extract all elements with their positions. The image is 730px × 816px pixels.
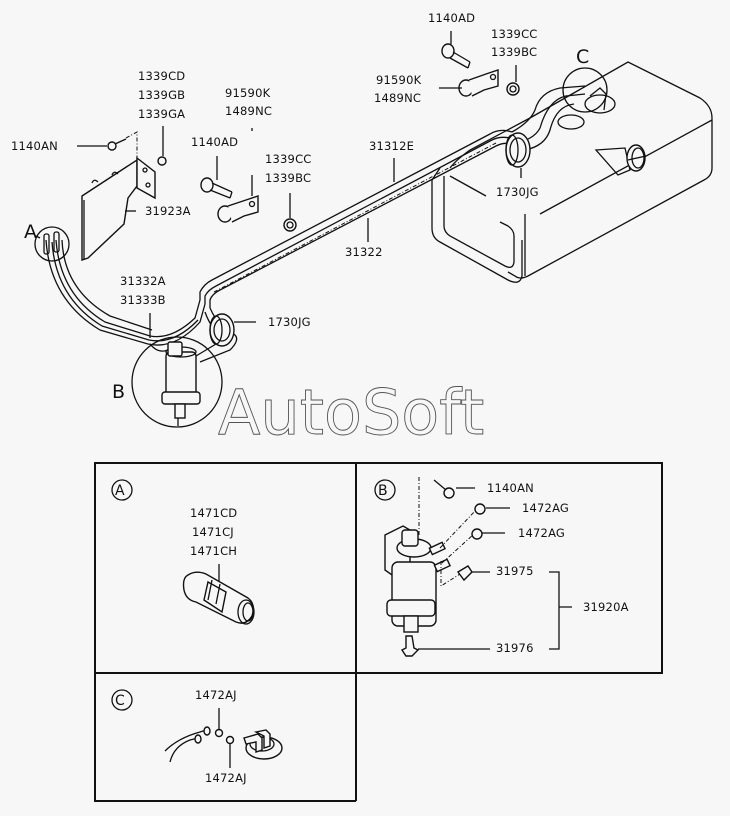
label-1730jg-rear: 1730JG: [496, 185, 539, 199]
clip-1472ag-1[interactable]: [474, 503, 486, 515]
label-31322: 31322: [345, 245, 383, 259]
label-31333b: 31333B: [120, 293, 166, 307]
callout-c-letter: C: [576, 46, 589, 68]
filter-bracket[interactable]: [81, 156, 156, 261]
callout-b[interactable]: B: [112, 336, 223, 428]
label-1472ag-1: 1472AG: [522, 501, 569, 515]
label-31976: 31976: [496, 641, 534, 655]
nut-1339cc-right[interactable]: [506, 82, 520, 96]
main-labels: 1140AN 1339CD 1339GB 1339GA 91590K 1489N…: [11, 11, 539, 329]
nut-1339cd[interactable]: [157, 156, 167, 166]
fitting-31975[interactable]: [456, 565, 473, 582]
callout-c[interactable]: C: [562, 46, 608, 113]
label-1339bc-left: 1339BC: [265, 171, 311, 185]
grommet-front[interactable]: [209, 313, 235, 347]
detail-b-badge: B: [378, 483, 388, 499]
label-1339cd: 1339CD: [138, 69, 185, 83]
label-31975: 31975: [496, 564, 534, 578]
detail-b-badge-circle: [374, 479, 396, 501]
callout-a-letter: A: [24, 221, 37, 243]
clamp-right[interactable]: [458, 69, 499, 97]
fuel-tank[interactable]: [431, 61, 713, 283]
label-1339cc-right: 1339CC: [491, 27, 538, 41]
grommet-rear[interactable]: [505, 132, 531, 168]
detail-b: B 1140AN 1472AG 1472A: [374, 477, 629, 657]
label-1339gb: 1339GB: [138, 88, 185, 102]
detail-c: C 1472AJ 1472AJ: [111, 688, 283, 785]
detail-a: A 1471CD 1471CJ 1471CH: [111, 479, 255, 625]
label-1471cj: 1471CJ: [192, 525, 234, 539]
bolt-1140an-main[interactable]: [107, 131, 138, 160]
bolt-1140ad-right[interactable]: [441, 43, 471, 69]
fuel-filter-main[interactable]: [161, 341, 201, 426]
callout-a[interactable]: A: [24, 221, 70, 262]
label-1730jg-front: 1730JG: [268, 315, 311, 329]
label-1472aj-top: 1472AJ: [195, 688, 237, 702]
o-ring-1472aj-1[interactable]: [214, 728, 224, 738]
detail-boxes: [94, 462, 663, 802]
bolt-1140an-detail[interactable]: [433, 479, 455, 499]
o-ring-1472aj-2[interactable]: [225, 735, 235, 745]
label-31920a: 31920A: [583, 600, 629, 614]
detail-a-badge-circle: [111, 479, 133, 501]
bolt-1140ad-left[interactable]: [200, 177, 233, 199]
vent-hoses[interactable]: [164, 726, 211, 763]
label-1472aj-bottom: 1472AJ: [205, 771, 247, 785]
label-31332a: 31332A: [120, 274, 166, 288]
label-91590k-right: 91590K: [376, 73, 422, 87]
clamp-left[interactable]: [217, 195, 259, 223]
label-31312e: 31312E: [369, 139, 414, 153]
fuel-filter-detail[interactable]: [384, 525, 451, 657]
nut-1339cc-left[interactable]: [283, 218, 297, 232]
detail-a-badge: A: [115, 483, 125, 499]
label-1489nc-right: 1489NC: [374, 91, 421, 105]
label-1140an-detail: 1140AN: [487, 481, 534, 495]
label-1489nc-left: 1489NC: [225, 104, 272, 118]
label-1471ch: 1471CH: [190, 544, 237, 558]
callout-b-letter: B: [112, 381, 125, 403]
label-1339ga: 1339GA: [138, 107, 185, 121]
label-1140an: 1140AN: [11, 139, 58, 153]
label-1140ad-left: 1140AD: [191, 135, 238, 149]
sender-unit[interactable]: [243, 729, 283, 760]
detail-c-badge: C: [115, 693, 125, 709]
detail-c-badge-circle: [111, 689, 133, 711]
label-1471cd: 1471CD: [190, 506, 237, 520]
label-31923a: 31923A: [145, 204, 191, 218]
label-1339cc-left: 1339CC: [265, 152, 312, 166]
label-1339bc-right: 1339BC: [491, 45, 537, 59]
label-1472ag-2: 1472AG: [518, 526, 565, 540]
leader-lines: [77, 31, 522, 338]
label-1140ad-right: 1140AD: [428, 11, 475, 25]
watermark: AutoSoft: [218, 376, 484, 449]
label-91590k-left: 91590K: [225, 86, 271, 100]
clip-1472ag-2[interactable]: [471, 528, 483, 540]
hose-clamp[interactable]: [182, 571, 255, 625]
